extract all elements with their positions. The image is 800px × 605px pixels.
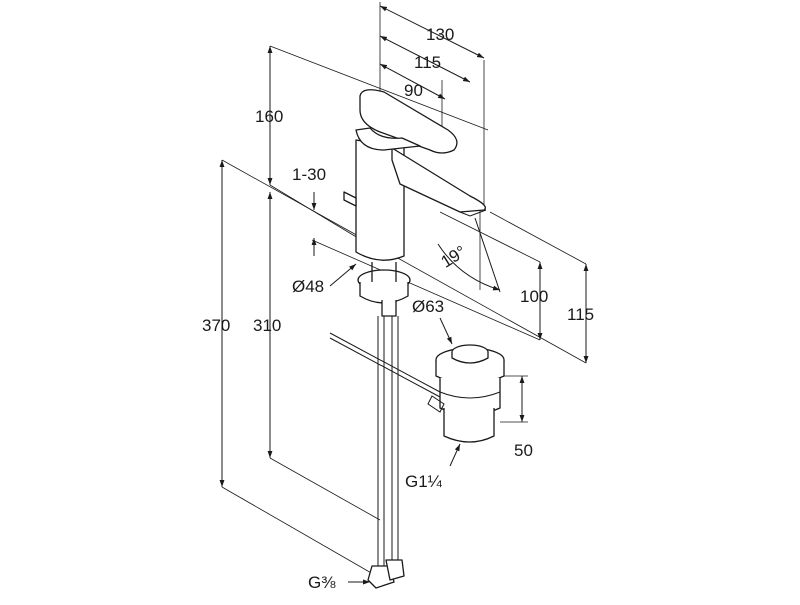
label-310: 310 <box>253 316 281 335</box>
dim-line-115 <box>379 35 471 83</box>
supply-hoses <box>367 316 405 589</box>
dimension-labels: 130 115 90 160 1-30 19° Ø48 370 310 Ø63 … <box>202 25 594 592</box>
label-115-right: 115 <box>567 305 594 324</box>
right-height-dimensions <box>519 262 589 422</box>
leader-lines <box>329 263 461 585</box>
faucet-body <box>343 89 487 261</box>
label-diameter-63: Ø63 <box>412 297 444 316</box>
label-50: 50 <box>514 441 533 460</box>
label-g3-8: G⅜ <box>308 573 336 592</box>
top-width-dimensions <box>379 5 485 100</box>
label-g1-1-4: G1¼ <box>405 472 443 491</box>
label-130: 130 <box>426 25 454 44</box>
label-1-30: 1-30 <box>292 165 326 184</box>
label-diameter-48: Ø48 <box>292 277 324 296</box>
waste-fitting <box>427 344 505 443</box>
dim-line-90 <box>379 63 446 100</box>
label-100: 100 <box>520 287 548 306</box>
label-160: 160 <box>255 107 283 126</box>
spout-angle <box>437 217 501 293</box>
extension-lines <box>221 2 587 579</box>
left-height-dimensions <box>219 46 317 487</box>
label-90: 90 <box>404 81 423 100</box>
pop-up-rod <box>329 332 441 398</box>
faucet-base <box>357 262 411 317</box>
label-115-top: 115 <box>414 53 441 72</box>
label-19-degree: 19° <box>438 242 470 272</box>
label-370: 370 <box>202 316 230 335</box>
